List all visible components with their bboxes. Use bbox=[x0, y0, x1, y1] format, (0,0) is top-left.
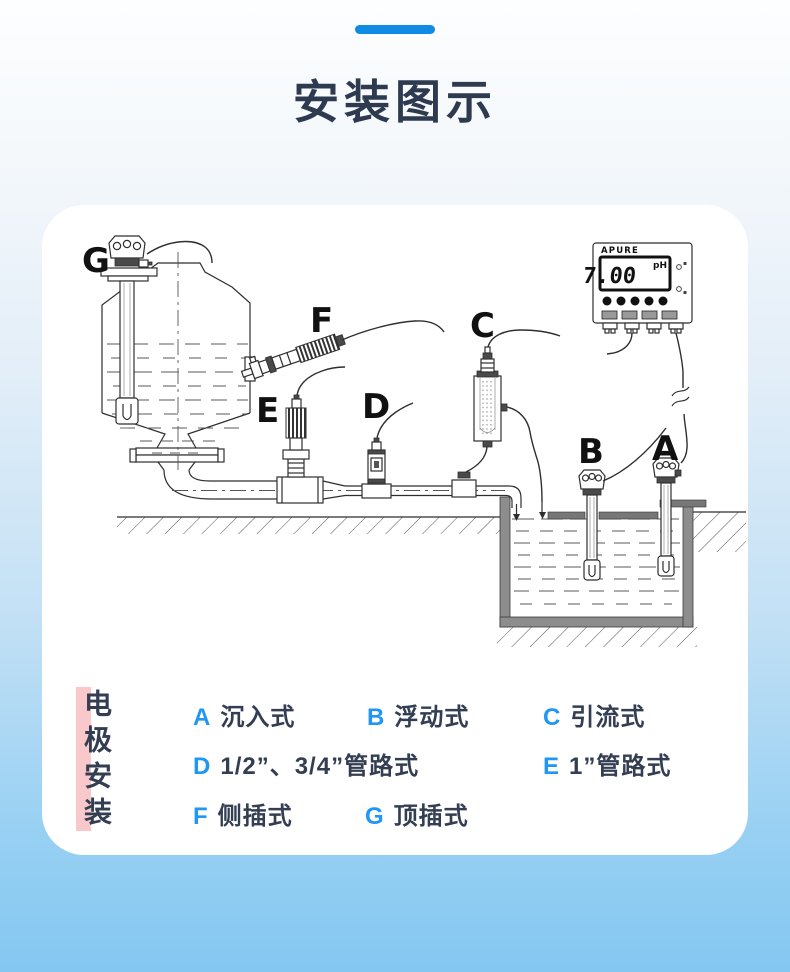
label-a: A bbox=[652, 429, 679, 469]
legend-item-b: B 浮动式 bbox=[367, 697, 469, 732]
title-dash bbox=[355, 25, 435, 34]
label-d: D bbox=[362, 387, 390, 427]
label-e: E bbox=[256, 391, 279, 431]
legend-letter: C bbox=[543, 704, 561, 731]
diagram-letter-labels: G F E D C B A bbox=[82, 241, 679, 472]
label-c: C bbox=[470, 306, 495, 346]
ground-right bbox=[693, 511, 746, 552]
legend-label: 顶插式 bbox=[393, 803, 469, 830]
diagram-card: APURE 7.00 pH bbox=[42, 205, 748, 855]
legend-label: 1/2”、3/4”管路式 bbox=[220, 753, 420, 780]
ground-left bbox=[117, 516, 500, 534]
legend-letter: F bbox=[193, 803, 208, 830]
legend-label: 侧插式 bbox=[217, 803, 293, 830]
legend-label: 沉入式 bbox=[220, 704, 296, 731]
legend-label: 1”管路式 bbox=[569, 753, 672, 780]
legend-letter: G bbox=[365, 803, 384, 830]
page-title: 安装图示 bbox=[293, 76, 497, 128]
electrode-e bbox=[276, 366, 346, 504]
label-b: B bbox=[578, 432, 604, 472]
meter-terminals bbox=[602, 322, 684, 334]
electrode-g bbox=[100, 235, 213, 425]
electrode-d bbox=[361, 402, 414, 499]
meter-unit: pH bbox=[653, 261, 667, 271]
legend-letter: E bbox=[543, 753, 560, 780]
legend-letter: D bbox=[193, 753, 211, 780]
piping bbox=[163, 469, 522, 521]
legend-item-d: D 1/2”、3/4”管路式 bbox=[193, 746, 419, 781]
legend-label: 浮动式 bbox=[394, 704, 470, 731]
electrode-b bbox=[547, 427, 667, 581]
legend-item-e: E 1”管路式 bbox=[543, 746, 671, 781]
installation-diagram: APURE 7.00 pH bbox=[82, 235, 746, 647]
legend-label: 引流式 bbox=[570, 704, 646, 731]
ground-below-pool bbox=[497, 627, 697, 647]
legend-item-f: F 侧插式 bbox=[193, 796, 293, 831]
side-label-text: 电极安装 bbox=[81, 689, 112, 833]
electrode-a bbox=[652, 457, 707, 577]
tank bbox=[101, 252, 251, 471]
meter-reading: 7.00 bbox=[582, 264, 638, 289]
ph-meter: APURE 7.00 pH bbox=[582, 242, 693, 464]
legend-item-a: A 沉入式 bbox=[193, 697, 295, 732]
label-f: F bbox=[310, 301, 333, 341]
electrode-install-side-label: 电极安装 bbox=[76, 687, 112, 833]
label-g: G bbox=[82, 241, 110, 281]
meter-brand: APURE bbox=[601, 246, 639, 256]
legend-letter: B bbox=[367, 704, 385, 731]
electrode-f bbox=[240, 320, 445, 382]
legend-letter: A bbox=[193, 704, 211, 731]
legend-item-g: G 顶插式 bbox=[365, 796, 469, 831]
legend-item-c: C 引流式 bbox=[543, 697, 645, 732]
electrode-c bbox=[451, 329, 561, 519]
page-header: 安装图示 bbox=[0, 0, 790, 132]
